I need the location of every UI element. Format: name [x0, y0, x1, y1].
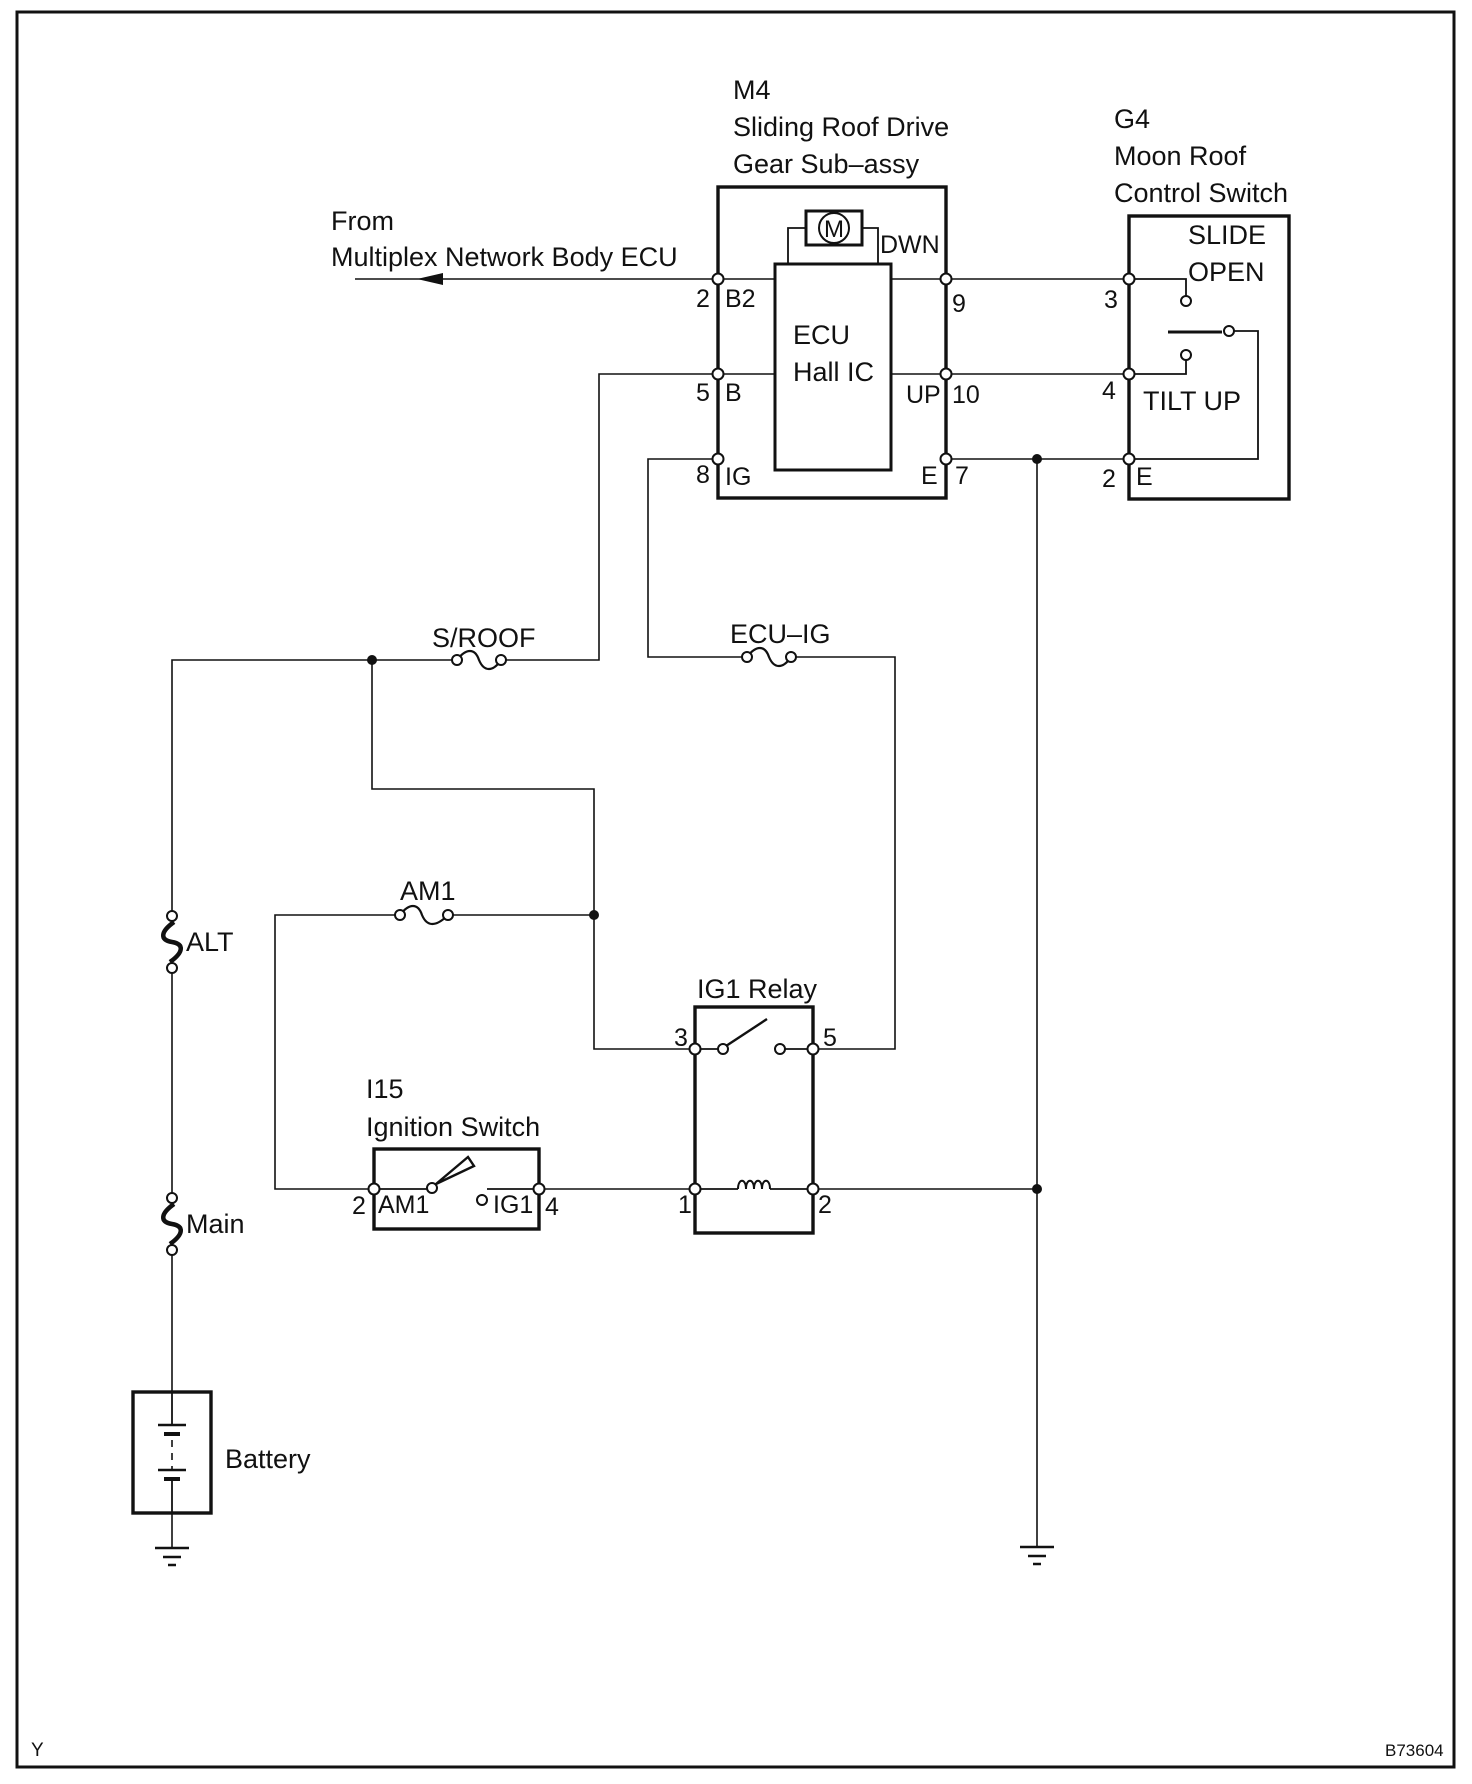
ignition-pin-ig1: IG1	[493, 1191, 533, 1219]
g4-name-line1: Moon Roof	[1114, 141, 1247, 171]
g4-tilt-label: TILT UP	[1143, 386, 1241, 416]
wire-sroof-am1	[371, 660, 595, 915]
g4-pin-3: 3	[1104, 286, 1118, 314]
component-i15: I15 Ignition Switch 2 AM1 IG1 4	[352, 1074, 559, 1231]
fuse-am1-label: AM1	[400, 876, 456, 906]
junction-dot	[1032, 1184, 1042, 1194]
fuse-alt: ALT	[161, 910, 234, 974]
ignition-pin-2: 2	[352, 1192, 366, 1220]
wire-sroof-alt	[171, 659, 453, 916]
motor-housing	[804, 209, 864, 247]
fuse-ecu-ig-label: ECU–IG	[730, 619, 831, 649]
m4-pin-e: E	[921, 462, 938, 490]
source-label-line1: From	[331, 206, 394, 236]
relay-pin-1: 1	[678, 1191, 692, 1219]
wire-ecuig-relay5	[795, 656, 896, 1050]
m4-pin-2: 2	[696, 285, 710, 313]
g4-slide-label: SLIDE	[1188, 220, 1266, 250]
junction-dot	[589, 910, 599, 920]
g4-pin-2: 2	[1102, 465, 1116, 493]
component-m4: M ECU Hall IC M4 Sliding Roof Drive Gear…	[696, 75, 980, 500]
g4-name-line2: Control Switch	[1114, 178, 1288, 208]
fuse-ecu-ig: ECU–IG	[730, 619, 831, 668]
ignition-pin-am1: AM1	[378, 1191, 429, 1219]
relay-name: IG1 Relay	[697, 974, 818, 1004]
relay-pin-2: 2	[818, 1191, 832, 1219]
m4-pin-8: 8	[696, 461, 710, 489]
m4-name-line2: Gear Sub–assy	[733, 149, 920, 179]
component-ig1-relay: IG1 Relay 3 5 1 2	[674, 974, 837, 1235]
arrow-head-icon	[417, 273, 443, 285]
g4-id: G4	[1114, 104, 1150, 134]
fuse-sroof-label: S/ROOF	[432, 623, 536, 653]
m4-pin-10: 10	[952, 381, 980, 409]
relay-switch-blade	[725, 1017, 768, 1048]
wire-b-sroof	[505, 373, 718, 661]
m4-pin-b: B	[725, 379, 742, 407]
junction-dot	[367, 655, 377, 665]
m4-pin-5: 5	[696, 379, 710, 407]
component-battery: Battery	[131, 1390, 311, 1515]
source-label-line2: Multiplex Network Body ECU	[331, 242, 678, 272]
ground-icon	[155, 1546, 189, 1567]
m4-pin-7: 7	[955, 462, 969, 490]
motor-icon	[818, 212, 850, 244]
relay-pin-3: 3	[674, 1024, 688, 1052]
diagram-frame	[15, 10, 1456, 1769]
fuse-am1: AM1	[394, 876, 456, 926]
corner-code: Y	[31, 1740, 44, 1761]
m4-pin-b2: B2	[725, 285, 756, 313]
wires	[171, 273, 1129, 1548]
m4-ecu-box	[773, 262, 893, 472]
fuse-main: Main	[161, 1192, 245, 1256]
ignition-switch-id: I15	[366, 1074, 404, 1104]
fuse-sroof: S/ROOF	[432, 623, 536, 671]
ignition-switch-name: Ignition Switch	[366, 1112, 540, 1142]
ground-icon	[1020, 1545, 1054, 1566]
m4-pin-up: UP	[906, 381, 941, 409]
wire-am1-left	[274, 914, 396, 1190]
fuse-alt-label: ALT	[186, 927, 234, 957]
relay-housing	[693, 1005, 815, 1235]
motor-symbol: M	[824, 216, 844, 243]
m4-pin-ig: IG	[725, 463, 751, 491]
m4-name-line1: Sliding Roof Drive	[733, 112, 949, 142]
g4-housing	[1127, 214, 1291, 501]
junction-dot	[1032, 454, 1042, 464]
g4-pin-4: 4	[1102, 377, 1116, 405]
ignition-pin-4: 4	[545, 1193, 559, 1221]
wire-ig-ecuig	[647, 458, 743, 658]
component-g4: G4 Moon Roof Control Switch SLIDE OPEN T…	[1102, 104, 1291, 501]
figure-code: B73604	[1385, 1741, 1444, 1760]
battery-label: Battery	[225, 1444, 311, 1474]
g4-pin-e: E	[1136, 463, 1153, 491]
m4-pin-dwn: DWN	[880, 231, 940, 259]
wire-am1-relay3	[593, 915, 695, 1050]
m4-ecu-line1: ECU	[793, 320, 850, 350]
m4-id: M4	[733, 75, 771, 105]
relay-coil-icon	[737, 1179, 771, 1190]
g4-open-label: OPEN	[1188, 257, 1265, 287]
fuse-main-label: Main	[186, 1209, 245, 1239]
ignition-key-icon	[435, 1155, 476, 1186]
m4-pin-9: 9	[952, 290, 966, 318]
relay-pin-5: 5	[823, 1024, 837, 1052]
m4-ecu-line2: Hall IC	[793, 357, 874, 387]
